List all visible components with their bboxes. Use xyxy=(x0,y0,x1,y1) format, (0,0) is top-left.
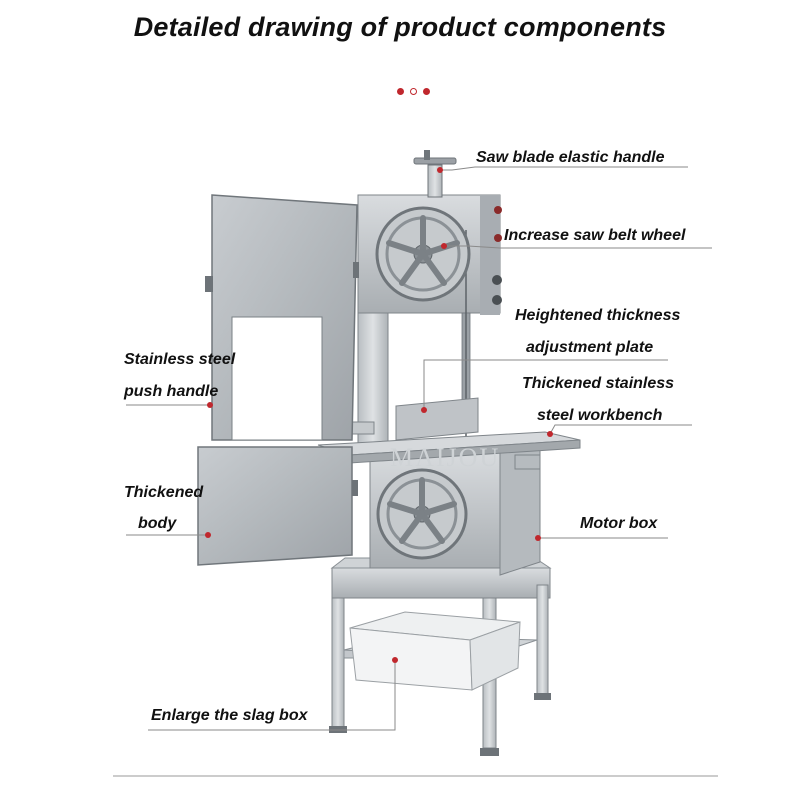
saw-blade-handle-part xyxy=(413,150,457,198)
label-saw-belt-wheel: Increase saw belt wheel xyxy=(504,227,686,244)
label-thickness-plate-2: adjustment plate xyxy=(526,339,654,356)
dot-red-left xyxy=(397,88,404,95)
label-push-handle-1: Stainless steel xyxy=(124,351,236,368)
label-saw-blade-handle: Saw blade elastic handle xyxy=(476,149,665,166)
label-body-1: Thickened xyxy=(124,484,204,501)
upper-door xyxy=(205,194,359,441)
housing-knobs xyxy=(492,206,502,305)
callout-lines xyxy=(126,166,712,731)
dot-red-right xyxy=(423,88,430,95)
upper-saw-wheel xyxy=(375,206,471,302)
label-slag-box: Enlarge the slag box xyxy=(151,707,308,724)
carousel-dots xyxy=(397,88,437,98)
label-motor-box: Motor box xyxy=(580,515,658,532)
label-workbench-1: Thickened stainless xyxy=(522,375,675,392)
label-workbench-2: steel workbench xyxy=(537,407,663,424)
lower-saw-wheel xyxy=(376,468,468,560)
thickness-adjustment-plate xyxy=(395,397,479,441)
lower-door xyxy=(197,446,358,566)
dot-hollow xyxy=(410,88,417,95)
label-thickness-plate-1: Heightened thickness xyxy=(515,307,681,324)
workbench xyxy=(317,421,581,470)
label-push-handle-2: push handle xyxy=(124,383,219,400)
label-body-2: body xyxy=(138,515,177,532)
slag-box xyxy=(349,611,521,691)
page-title: Detailed drawing of product components xyxy=(133,12,667,42)
callout-dots xyxy=(205,167,553,663)
watermark: MAIJOU xyxy=(390,443,500,472)
